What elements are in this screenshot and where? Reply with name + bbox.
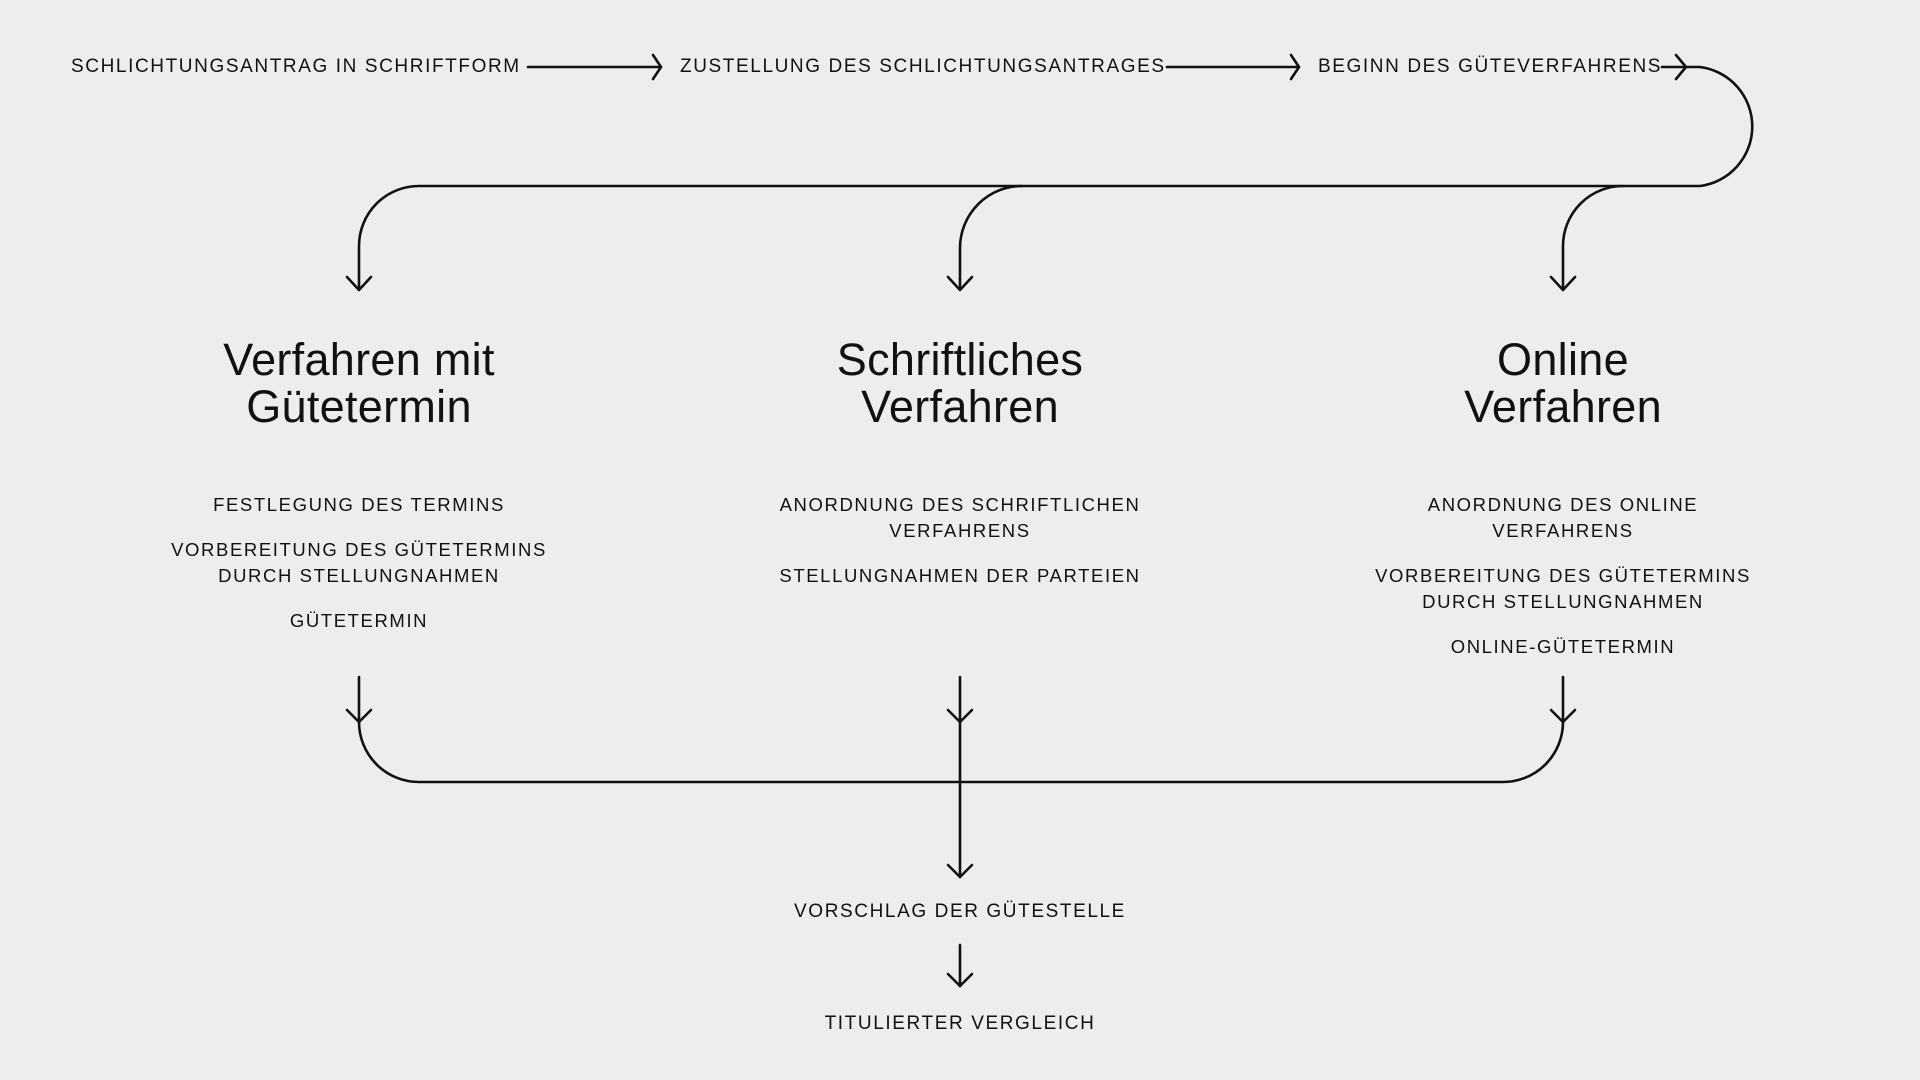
title-line: Schriftliches [836,334,1084,385]
arrow-1 [526,53,663,81]
step-beginn: BEGINN DES GÜTEVERFAHRENS [1318,56,1663,77]
title-line: Verfahren [861,381,1059,432]
title-line: Online [1497,334,1629,385]
list-item: VORBEREITUNG DES GÜTETERMINS DURCH STELL… [1375,565,1751,612]
column-title-guetetermin: Verfahren mit Gütetermin [99,336,619,430]
list-item: ANORDNUNG DES ONLINE VERFAHRENS [1427,494,1699,541]
merge-arrows [345,675,1577,988]
step-vorschlag: VORSCHLAG DER GÜTESTELLE [794,901,1126,922]
column-items-guetetermin: FESTLEGUNG DES TERMINS VORBEREITUNG DES … [159,492,559,653]
arrow-2 [1165,53,1301,81]
step-schlichtungsantrag: SCHLICHTUNGSANTRAG IN SCHRIFTFORM [71,56,521,77]
column-items-online: ANORDNUNG DES ONLINE VERFAHRENS VORBEREI… [1363,492,1763,679]
list-item: FESTLEGUNG DES TERMINS [213,494,505,515]
step-vergleich: TITULIERTER VERGLEICH [824,1013,1096,1034]
list-item: VORBEREITUNG DES GÜTETERMINS DURCH STELL… [171,539,547,586]
title-line: Gütetermin [246,381,472,432]
column-items-schriftlich: ANORDNUNG DES SCHRIFTLICHEN VERFAHRENS S… [760,492,1160,608]
list-item: GÜTETERMIN [289,610,429,631]
title-line: Verfahren [1464,381,1662,432]
arrow-3-loop [345,53,1754,292]
title-line: Verfahren mit [223,334,495,385]
list-item: STELLUNGNAHMEN DER PARTEIEN [779,565,1141,586]
list-item: ANORDNUNG DES SCHRIFTLICHEN VERFAHRENS [779,494,1141,541]
step-zustellung: ZUSTELLUNG DES SCHLICHTUNGSANTRAGES [680,56,1166,77]
column-title-online: Online Verfahren [1303,336,1823,430]
list-item: ONLINE-GÜTETERMIN [1450,636,1676,657]
column-title-schriftlich: Schriftliches Verfahren [700,336,1220,430]
